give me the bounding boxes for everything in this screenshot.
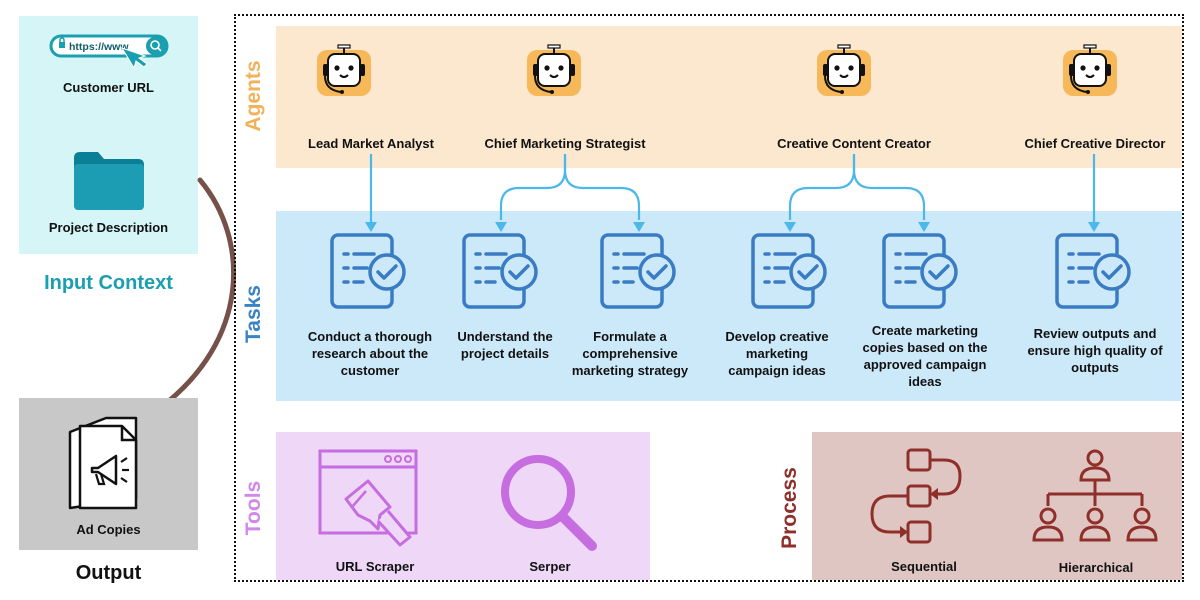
task-label-3: Formulate a comprehensive marketing stra…: [571, 329, 689, 378]
agent-robot-icon-4: [1063, 44, 1117, 96]
process-label-hierarchical: Hierarchical: [1058, 560, 1134, 575]
agent-label-1: Lead Market Analyst: [308, 136, 434, 151]
tool-label-serper: Serper: [529, 559, 571, 574]
serper-search-icon: [501, 455, 597, 551]
task-label-6: Review outputs and ensure high quality o…: [1027, 326, 1163, 375]
agent-label-2: Chief Marketing Strategist: [484, 136, 646, 151]
agent-label-3: Creative Content Creator: [777, 136, 931, 151]
project-description-label: Project Description: [48, 220, 169, 235]
task-label-5: Create marketing copies based on the app…: [862, 323, 988, 389]
input-context-title: Input Context: [44, 272, 173, 294]
output-title: Output: [75, 562, 142, 584]
process-section-title: Process: [778, 467, 801, 549]
agent-robot-icon-3: [817, 44, 871, 96]
process-label-sequential: Sequential: [891, 559, 957, 574]
task-label-2: Understand the project details: [457, 329, 553, 361]
hierarchical-process-icon: [1032, 449, 1158, 542]
tasks-band: [276, 211, 1182, 401]
task-label-4: Develop creative marketing campaign idea…: [725, 329, 829, 378]
tool-label-url-scraper: URL Scraper: [335, 559, 415, 574]
agent-label-4: Chief Creative Director: [1024, 136, 1166, 151]
url-scraper-icon: [318, 449, 418, 547]
task-icon-4: [751, 233, 827, 309]
customer-url-label: Customer URL: [62, 80, 154, 95]
agent-robot-icon-2: [527, 44, 581, 96]
url-text: https://www: [69, 41, 129, 53]
url-bar-icon: https://www: [49, 34, 169, 70]
crew-frame: [234, 14, 1184, 582]
tools-band: [276, 432, 650, 580]
ad-copies-label: Ad Copies: [76, 522, 141, 537]
folder-icon: [74, 152, 144, 210]
sequential-process-icon: [870, 448, 962, 544]
task-icon-1: [330, 233, 406, 309]
ad-copies-icon: [68, 416, 138, 510]
task-icon-5: [882, 233, 958, 309]
task-icon-3: [600, 233, 676, 309]
task-icon-6: [1055, 233, 1131, 309]
tools-section-title: Tools: [242, 480, 265, 536]
task-icon-2: [462, 233, 538, 309]
task-label-1: Conduct a thorough research about the cu…: [307, 329, 433, 378]
agents-band: [276, 26, 1182, 168]
agent-robot-icon-1: [317, 44, 371, 96]
